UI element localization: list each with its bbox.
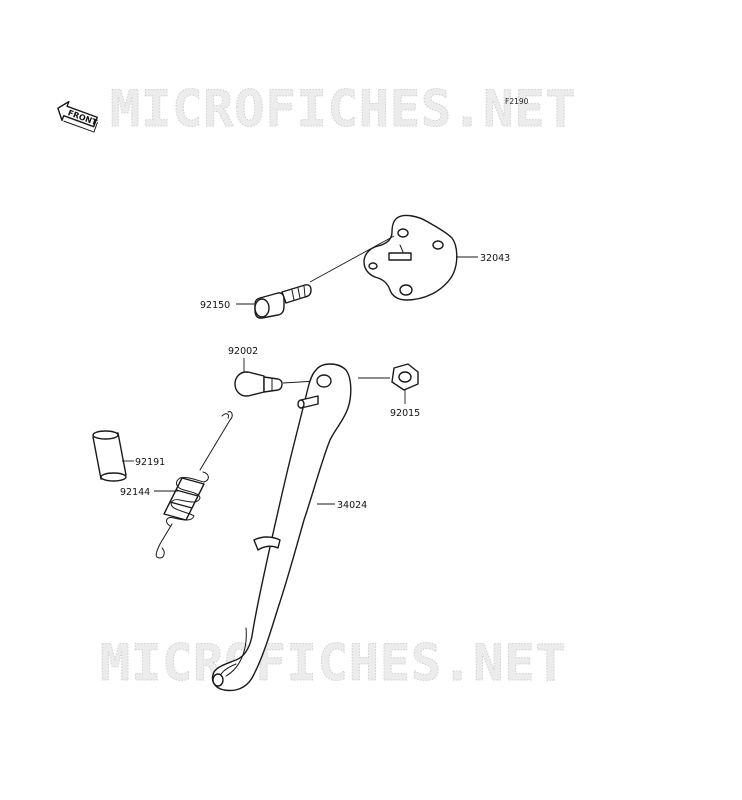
front-arrow-icon: FRONT	[57, 100, 99, 133]
callout-32043: 32043	[480, 253, 510, 264]
watermark-bottom: MICROFICHES.NET	[100, 634, 567, 692]
callout-34024: 34024	[337, 500, 367, 511]
callout-92015: 92015	[390, 408, 420, 419]
nut-92015	[391, 363, 419, 391]
front-label: FRONT	[67, 108, 99, 127]
callout-92002: 92002	[228, 346, 258, 357]
figure-code: F2190	[505, 97, 529, 106]
bolt-92150	[254, 284, 312, 319]
side-stand-34024	[211, 363, 352, 692]
assembly-line-92150	[309, 235, 395, 283]
watermark-top: MICROFICHES.NET	[110, 80, 577, 138]
callout-92191: 92191	[135, 457, 165, 468]
callout-92150: 92150	[200, 300, 230, 311]
callout-92144: 92144	[120, 487, 150, 498]
sleeve-92191	[92, 430, 127, 482]
pivot-bolt-92002	[234, 371, 283, 397]
bracket-32043	[363, 214, 458, 301]
spring-92144	[155, 411, 233, 559]
